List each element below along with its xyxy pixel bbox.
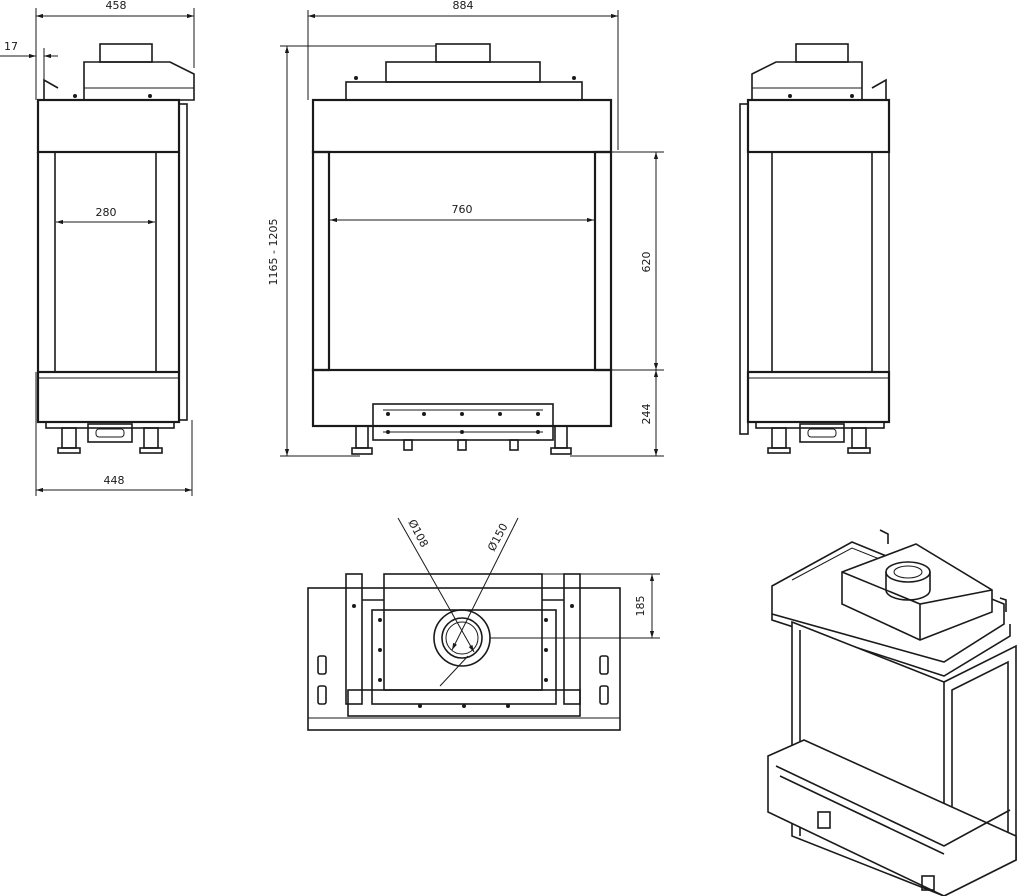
dim-front-base-height: 244 — [640, 404, 653, 425]
dim-front-opening-height: 620 — [640, 252, 653, 273]
dim-front-height: 1165 - 1205 — [267, 219, 280, 286]
adjustable-foot-icon — [57, 427, 163, 454]
dim-side-bottom-width: 448 — [104, 474, 125, 487]
top-view: Ø108 Ø150 185 — [307, 517, 660, 731]
adjustable-foot-icon — [767, 427, 871, 454]
dim-flue-offset: 185 — [634, 596, 647, 617]
right-side-view — [739, 43, 891, 454]
dim-flue-outer-diameter: Ø150 — [485, 521, 510, 553]
dim-front-width: 884 — [453, 0, 474, 12]
dim-flue-inner-diameter: Ø108 — [405, 517, 430, 549]
left-side-view: 458 17 280 — [0, 0, 195, 496]
flue-collar-icon — [433, 609, 491, 667]
dim-side-top-width: 458 — [106, 0, 127, 12]
flue-collar-icon — [885, 561, 931, 601]
adjustable-foot-icon — [351, 425, 572, 455]
dim-side-offset: 17 — [4, 40, 18, 53]
isometric-view — [767, 529, 1017, 896]
dim-front-opening-width: 760 — [452, 203, 473, 216]
front-view: 884 760 — [267, 0, 664, 457]
adjustable-foot-icon — [817, 811, 935, 891]
dim-side-glass-width: 280 — [96, 206, 117, 219]
